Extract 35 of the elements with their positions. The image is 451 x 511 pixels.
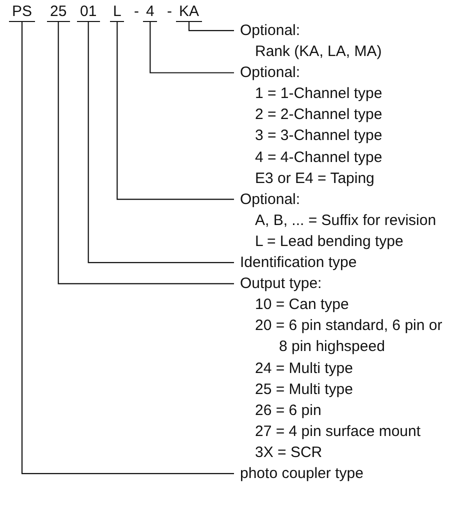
separator-dash: - <box>134 3 139 21</box>
description-heading: Identification type <box>240 253 358 274</box>
code-segment: PS <box>9 3 36 22</box>
description-text: 20 = 6 pin standard, 6 pin or 8 pin highspeed <box>254 316 444 358</box>
description-heading: Output type: <box>240 274 323 294</box>
description-text: 26 = 6 pin <box>254 400 322 421</box>
code-segment: 4 <box>143 3 158 22</box>
description-heading: Optional: <box>240 190 302 210</box>
description-text: A, B, ... = Suffix for revision <box>254 210 438 231</box>
description-text: 3 = 3-Channel type <box>254 126 384 146</box>
description-text: 27 = 4 pin surface mount <box>254 422 422 442</box>
leader-line <box>188 22 234 32</box>
description-text: 3X = SCR <box>254 442 324 463</box>
description-text: 25 = Multi type <box>254 380 354 400</box>
description-text: 1 = 1-Channel type <box>254 84 384 104</box>
description-text: 4 = 4-Channel type <box>254 148 384 168</box>
leader-line <box>88 22 234 264</box>
leader-line <box>150 22 234 74</box>
description-heading: Optional: <box>240 63 302 84</box>
description-text: 10 = Can type <box>254 295 350 316</box>
code-segment: KA <box>176 3 202 22</box>
description-text: 2 = 2-Channel type <box>254 105 384 126</box>
description-text: E3 or E4 = Taping <box>254 168 376 189</box>
code-segment: L <box>110 3 124 22</box>
description-heading: photo coupler type <box>240 464 364 484</box>
description-text: 24 = Multi type <box>254 358 354 378</box>
leader-line <box>116 22 234 200</box>
code-segment: 25 <box>47 3 70 22</box>
leader-line <box>21 22 234 474</box>
description-heading: Optional: <box>240 21 302 41</box>
leader-line <box>58 22 234 284</box>
description-text: Rank (KA, LA, MA) <box>254 42 383 62</box>
code-segment: 01 <box>77 3 100 22</box>
separator-dash: - <box>167 3 172 21</box>
description-text: L = Lead bending type <box>254 232 404 252</box>
